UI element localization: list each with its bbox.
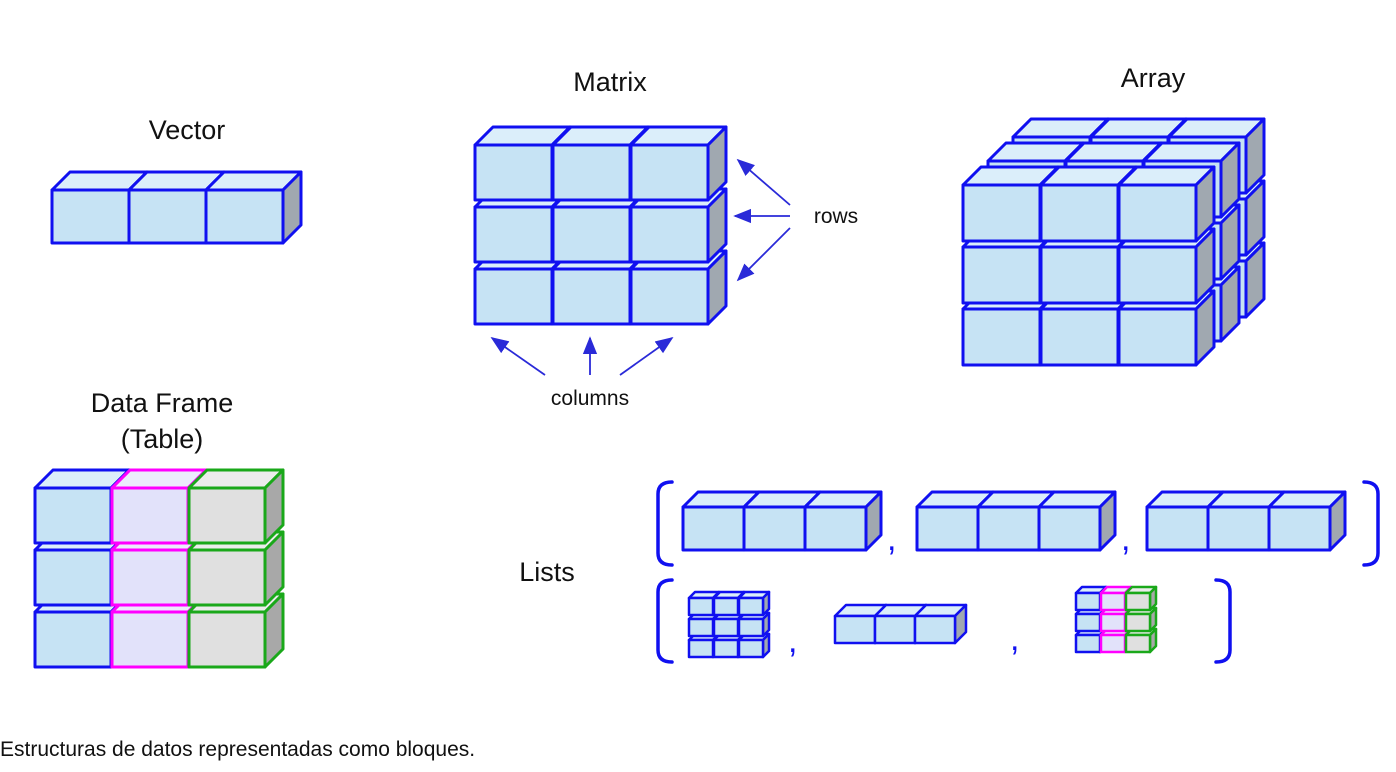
vector-label: Vector <box>149 115 226 145</box>
rows-label: rows <box>814 205 858 228</box>
array-label: Array <box>1121 63 1186 93</box>
left-bracket <box>656 480 674 567</box>
list-comma: , <box>1010 620 1019 658</box>
table-label: (Table) <box>121 424 204 454</box>
bracket-layer <box>656 480 1380 664</box>
list-vector-small-cube <box>913 603 968 645</box>
left-bracket <box>656 578 674 664</box>
list-comma: , <box>1121 520 1130 558</box>
data-frame-cube <box>187 592 285 669</box>
columns-label: columns <box>551 387 629 410</box>
list-comma: , <box>887 520 896 558</box>
vector-cube <box>204 170 303 245</box>
list-vector-cube <box>681 490 761 552</box>
array-front-cube <box>1117 165 1216 243</box>
arrow <box>736 227 791 282</box>
list-vector-cube <box>1267 490 1347 552</box>
arrow <box>619 336 674 376</box>
cube-layer <box>33 117 1347 669</box>
arrow <box>490 336 546 376</box>
arrow <box>736 158 791 206</box>
list-data-frame-cube <box>1124 627 1158 654</box>
arrow-layer <box>490 158 791 376</box>
figure-caption: Estructuras de datos representadas como … <box>0 738 476 761</box>
list-matrix-cube <box>737 590 771 617</box>
lists-label: Lists <box>519 557 575 587</box>
right-bracket <box>1214 578 1232 664</box>
data-frame-label: Data Frame <box>91 388 234 418</box>
list-matrix-cube <box>737 611 771 638</box>
list-data-frame-cube <box>1124 606 1158 633</box>
list-vector-cube <box>1037 490 1117 552</box>
list-comma: , <box>788 622 797 660</box>
matrix-label: Matrix <box>573 67 647 97</box>
list-data-frame-cube <box>1124 585 1158 612</box>
matrix-cube <box>629 125 728 202</box>
list-matrix-cube <box>737 632 771 659</box>
matrix-cube <box>629 249 728 326</box>
list-vector-cube <box>803 490 883 552</box>
right-bracket <box>1362 480 1380 567</box>
data-frame-cube <box>187 468 285 545</box>
